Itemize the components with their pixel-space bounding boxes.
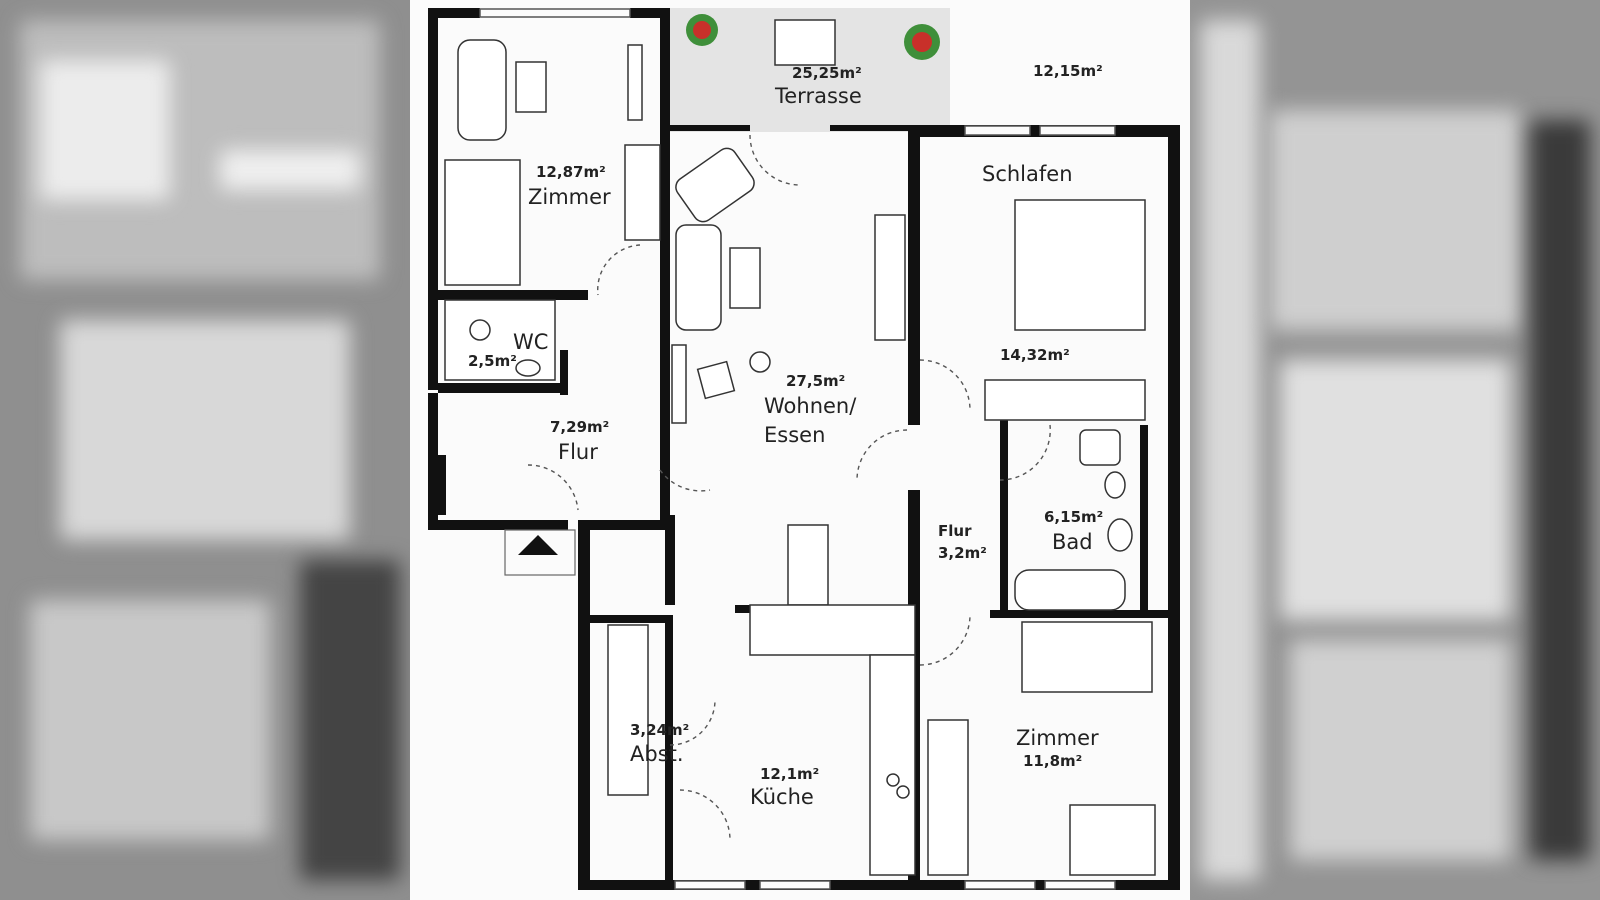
flur2-label: Flur bbox=[938, 522, 972, 540]
kueche-label: Küche bbox=[750, 785, 814, 809]
flower-plant-icon bbox=[686, 14, 940, 60]
abst-area: 3,24m² bbox=[630, 721, 690, 739]
furniture bbox=[444, 19, 1156, 876]
flur1-label: Flur bbox=[558, 440, 598, 464]
kueche-area: 12,1m² bbox=[760, 765, 820, 783]
bad-label: Bad bbox=[1052, 530, 1093, 554]
schlafen-label: Schlafen bbox=[982, 162, 1073, 186]
windows bbox=[479, 8, 1116, 890]
terrasse-label: Terrasse bbox=[775, 84, 862, 108]
blurred-background-right bbox=[1190, 0, 1600, 900]
terrasse-area: 25,25m² bbox=[792, 64, 862, 82]
blurred-background-left bbox=[0, 0, 410, 900]
entrance-arrow-icon bbox=[504, 529, 576, 576]
floor-plan-drawing bbox=[428, 8, 1180, 890]
wohnen-area: 27,5m² bbox=[786, 372, 846, 390]
zimmer2-area: 11,8m² bbox=[1023, 752, 1083, 770]
door-swings bbox=[527, 134, 1051, 841]
bad-area: 6,15m² bbox=[1044, 508, 1104, 526]
wc-label: WC bbox=[513, 330, 549, 354]
floor-plan: 25,25m² Terrasse 12,15m² 12,87m² Zimmer … bbox=[410, 0, 1190, 900]
wc-area: 2,5m² bbox=[468, 352, 517, 370]
zimmer2-label: Zimmer bbox=[1016, 726, 1099, 750]
flur2-area: 3,2m² bbox=[938, 544, 987, 562]
zimmer1-area: 12,87m² bbox=[536, 163, 606, 181]
extra-area-label: 12,15m² bbox=[1033, 62, 1103, 80]
wohnen-label: Wohnen/ Essen bbox=[764, 394, 857, 447]
zimmer1-label: Zimmer bbox=[528, 185, 611, 209]
abst-label: Abst. bbox=[630, 742, 684, 766]
flur1-area: 7,29m² bbox=[550, 418, 610, 436]
schlafen-area: 14,32m² bbox=[1000, 346, 1070, 364]
